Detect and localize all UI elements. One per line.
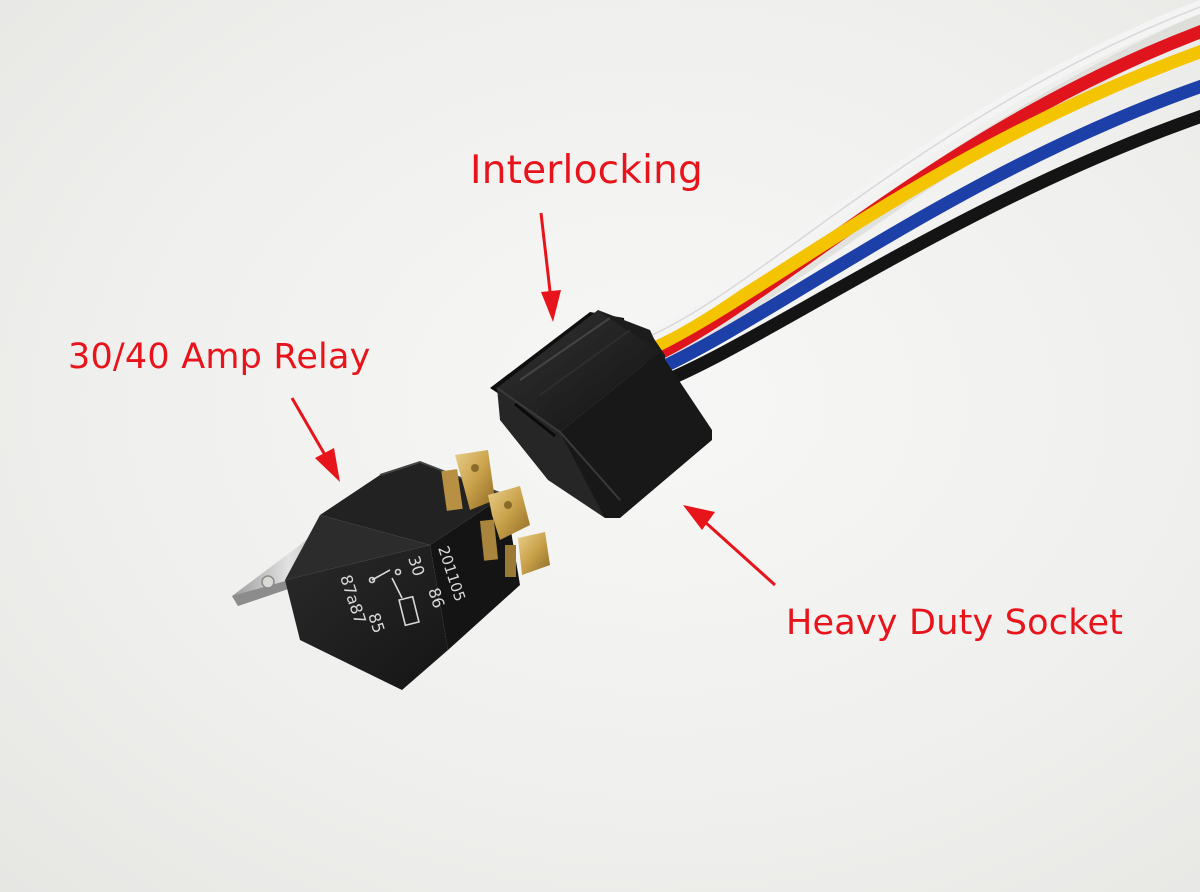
relay-body xyxy=(285,460,520,690)
arrowhead-relay xyxy=(315,448,340,482)
arrow-interlocking xyxy=(539,212,553,301)
arrowhead-socket xyxy=(683,505,715,530)
wire-black xyxy=(648,109,1200,392)
wire-bundle xyxy=(630,0,1200,392)
interlocking-label: Interlocking xyxy=(470,148,703,193)
socket-label: Heavy Duty Socket xyxy=(786,603,1124,643)
relay-terminals xyxy=(441,450,550,577)
arrow-relay xyxy=(290,397,327,456)
arrow-socket xyxy=(703,520,777,587)
relay-label: 30/40 Amp Relay xyxy=(68,337,371,377)
heavy-duty-socket xyxy=(490,310,712,518)
wire-yellow xyxy=(641,44,1200,357)
arrowhead-interlocking xyxy=(541,290,561,322)
wire-blue xyxy=(645,79,1200,379)
callout-arrows xyxy=(290,212,777,587)
relay-schematic-symbol xyxy=(368,568,420,627)
